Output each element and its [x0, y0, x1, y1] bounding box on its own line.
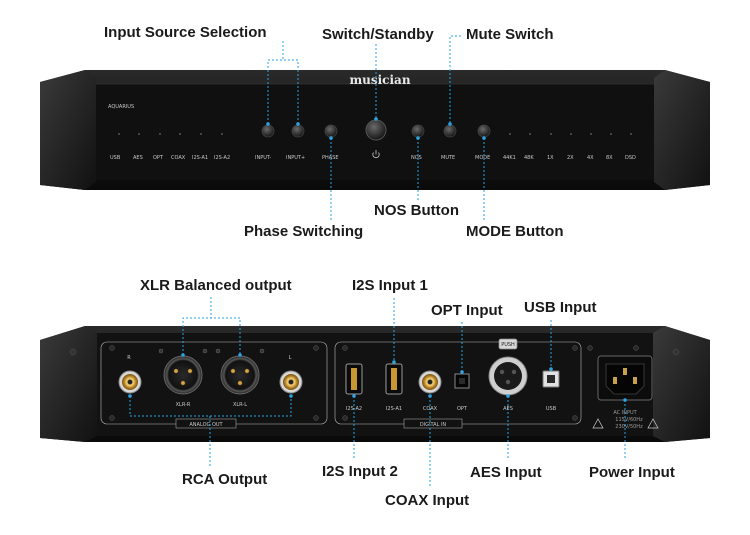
analog-out-label: ANALOG OUT	[189, 422, 223, 428]
ac-input-115v: 115V/60Hz	[615, 417, 643, 423]
indicator-i2s-a2: I2S-A2	[214, 155, 230, 161]
rca-output-label: RCA Output	[182, 471, 268, 488]
indicator-8x: 8X	[606, 155, 613, 161]
input-plus-button[interactable]	[291, 124, 305, 138]
model-name: AQUARIUS	[108, 104, 134, 110]
indicator-i2s-a1: I2S-A1	[192, 155, 208, 161]
indicator-usb: USB	[110, 155, 121, 161]
aes-input-label: AES Input	[470, 464, 542, 481]
mute-button[interactable]	[443, 124, 457, 138]
power-input-label: Power Input	[589, 464, 675, 481]
i2s-a1-input-port[interactable]	[385, 363, 403, 395]
rate-indicators	[509, 133, 632, 135]
warning-icon	[592, 418, 604, 429]
phase-label: PHASE	[322, 155, 339, 161]
mode-button-label: MODE Button	[466, 223, 564, 240]
digital-in-label: DIGITAL IN	[420, 422, 447, 428]
rca-l-label: L	[289, 355, 292, 361]
usb-input-label: USB Input	[524, 299, 597, 316]
power-inlet[interactable]	[597, 355, 653, 401]
nos-button[interactable]	[411, 124, 425, 138]
usb-input-port[interactable]	[542, 370, 560, 388]
indicator-coax: COAX	[171, 155, 186, 161]
input-source-selection-label: Input Source Selection	[104, 24, 267, 41]
indicator-48k: 48K	[524, 155, 534, 161]
aes-push-label: PUSH	[501, 342, 515, 348]
phase-button[interactable]	[324, 124, 338, 138]
input-minus-button[interactable]	[261, 124, 275, 138]
opt-input-port[interactable]	[454, 373, 470, 389]
indicator-2x: 2X	[567, 155, 574, 161]
warning-icon-2	[647, 418, 659, 429]
mute-label: MUTE	[441, 155, 455, 161]
indicator-dsd: DSD	[625, 155, 636, 161]
i2s-a1-port-label: I2S-A1	[386, 406, 402, 412]
phase-switching-label: Phase Switching	[244, 223, 364, 240]
indicator-opt: OPT	[153, 155, 164, 161]
mode-button[interactable]	[477, 124, 491, 138]
aes-input-jack[interactable]	[488, 338, 528, 396]
xlr-r-label: XLR-R	[176, 402, 191, 408]
indicator-1x: 1X	[547, 155, 554, 161]
indicator-44k1: 44K1	[503, 155, 516, 161]
xlr-right-output[interactable]	[163, 355, 203, 395]
power-symbol-icon	[372, 150, 380, 159]
mode-label: MODE	[475, 155, 490, 161]
front-callout-dots	[266, 117, 486, 140]
coax-input-label: COAX Input	[385, 492, 470, 509]
nos-button-label: NOS Button	[374, 202, 459, 219]
switch-standby-label: Switch/Standby	[322, 26, 434, 43]
i2s-a2-input-port[interactable]	[345, 363, 363, 395]
power-standby-button[interactable]	[365, 119, 387, 141]
usb-port-label: USB	[546, 406, 557, 412]
xlr-balanced-output-label: XLR Balanced output	[140, 277, 292, 294]
brand-logo: musician	[349, 73, 410, 87]
indicator-aes: AES	[133, 155, 143, 161]
input-plus-label: INPUT+	[286, 155, 305, 161]
xlr-l-label: XLR-L	[233, 402, 247, 408]
mute-switch-label: Mute Switch	[466, 26, 554, 43]
indicator-4x: 4X	[587, 155, 594, 161]
rear-callout-dots	[128, 353, 627, 402]
xlr-left-output[interactable]	[220, 355, 260, 395]
rca-r-label: R	[127, 355, 131, 361]
opt-input-label: OPT Input	[431, 302, 503, 319]
ac-input-230v: 230V/50Hz	[615, 424, 643, 430]
i2s-input-1-label: I2S Input 1	[352, 277, 428, 294]
nos-label: NOS	[411, 155, 422, 161]
i2s-input-2-label: I2S Input 2	[322, 463, 398, 480]
opt-port-label: OPT	[457, 406, 468, 412]
rear-callout-lines	[129, 297, 626, 488]
input-minus-label: INPUT-	[255, 155, 271, 161]
front-callout-lines	[267, 35, 485, 222]
input-indicators	[118, 133, 223, 135]
